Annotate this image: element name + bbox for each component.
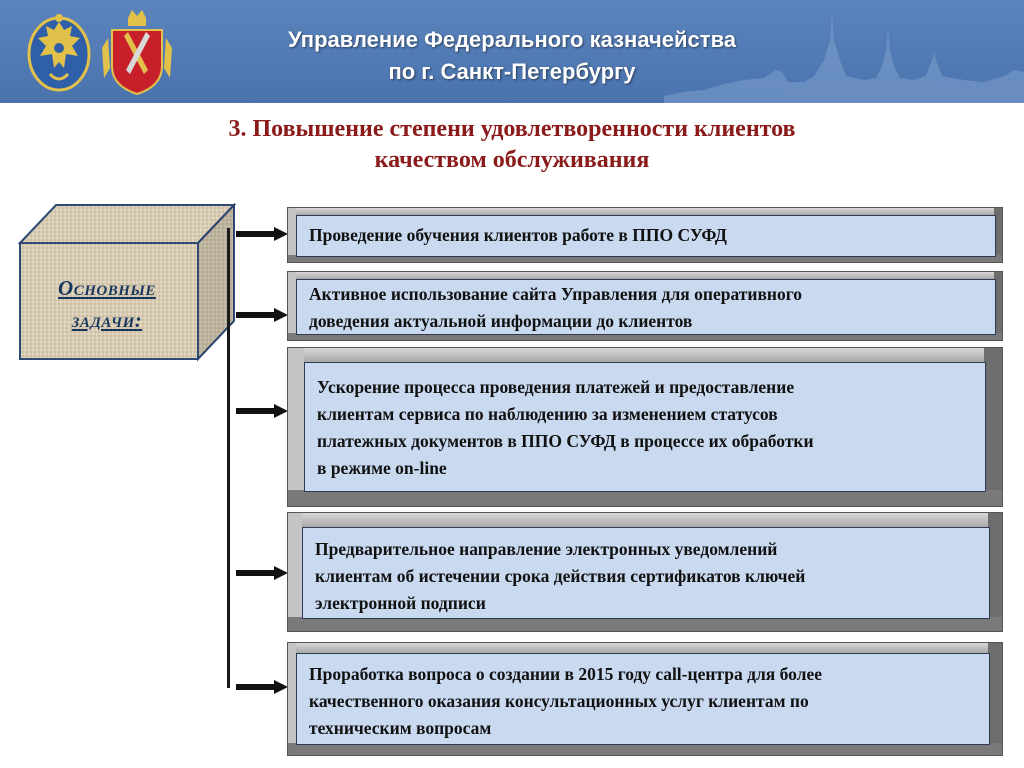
task-face: Предварительное направление электронных … — [302, 527, 990, 619]
task-3-line-1: Ускорение процесса проведения платежей и… — [317, 377, 795, 397]
task-4-line-1: Предварительное направление электронных … — [315, 539, 778, 559]
main-tasks-cube — [17, 203, 237, 362]
task-4-line-2: клиентам об истечении срока действия сер… — [315, 566, 806, 586]
page-title-line2: качеством обслуживания — [374, 147, 650, 173]
header-title-line1: Управление Федерального казначейства — [287, 27, 737, 52]
connector-spine — [227, 228, 230, 688]
arrow-right-icon — [236, 566, 288, 580]
header-title-line2: по г. Санкт-Петербургу — [388, 59, 636, 84]
skyline-silhouette — [664, 10, 1024, 103]
arrow-right-icon — [236, 227, 288, 241]
spb-coat-of-arms-icon — [102, 10, 172, 96]
task-3-line-2: клиентам сервиса по наблюдению за измене… — [317, 404, 778, 424]
arrow-right-icon — [236, 680, 288, 694]
arrow-right-icon — [236, 404, 288, 418]
cube-label: Основные задачи: — [20, 272, 194, 336]
cube-label-line1: Основные — [58, 276, 156, 300]
cube-label-line2: задачи: — [71, 308, 143, 332]
task-5-line-2: качественного оказания консультационных … — [309, 691, 809, 711]
task-2-line-2: доведения актуальной информации до клиен… — [309, 311, 693, 331]
page-title: 3. Повышение степени удовлетворенности к… — [0, 114, 1024, 176]
task-2-line-1: Активное использование сайта Управления … — [309, 284, 803, 304]
task-1-line-1: Проведение обучения клиентов работе в ПП… — [309, 225, 727, 245]
task-5-line-1: Проработка вопроса о создании в 2015 год… — [309, 664, 823, 684]
task-box-2: Активное использование сайта Управления … — [287, 271, 1003, 341]
task-box-1: Проведение обучения клиентов работе в ПП… — [287, 207, 1003, 263]
arrow-right-icon — [236, 308, 288, 322]
task-face: Ускорение процесса проведения платежей и… — [304, 362, 986, 492]
header-title: Управление Федерального казначейства по … — [0, 24, 1024, 88]
treasury-emblem-icon — [27, 14, 91, 92]
task-3-line-3: платежных документов в ППО СУФД в процес… — [317, 431, 814, 451]
task-box-5: Проработка вопроса о создании в 2015 год… — [287, 642, 1003, 756]
task-4-line-3: электронной подписи — [315, 593, 486, 613]
header-banner: Управление Федерального казначейства по … — [0, 0, 1024, 103]
task-5-line-3: техническим вопросам — [309, 718, 492, 738]
task-face: Активное использование сайта Управления … — [296, 279, 996, 335]
task-box-3: Ускорение процесса проведения платежей и… — [287, 347, 1003, 507]
page-title-line1: 3. Повышение степени удовлетворенности к… — [228, 116, 796, 142]
task-face: Проведение обучения клиентов работе в ПП… — [296, 215, 996, 257]
task-3-line-4: в режиме on-line — [317, 458, 447, 478]
task-box-4: Предварительное направление электронных … — [287, 512, 1003, 632]
task-face: Проработка вопроса о создании в 2015 год… — [296, 653, 990, 745]
